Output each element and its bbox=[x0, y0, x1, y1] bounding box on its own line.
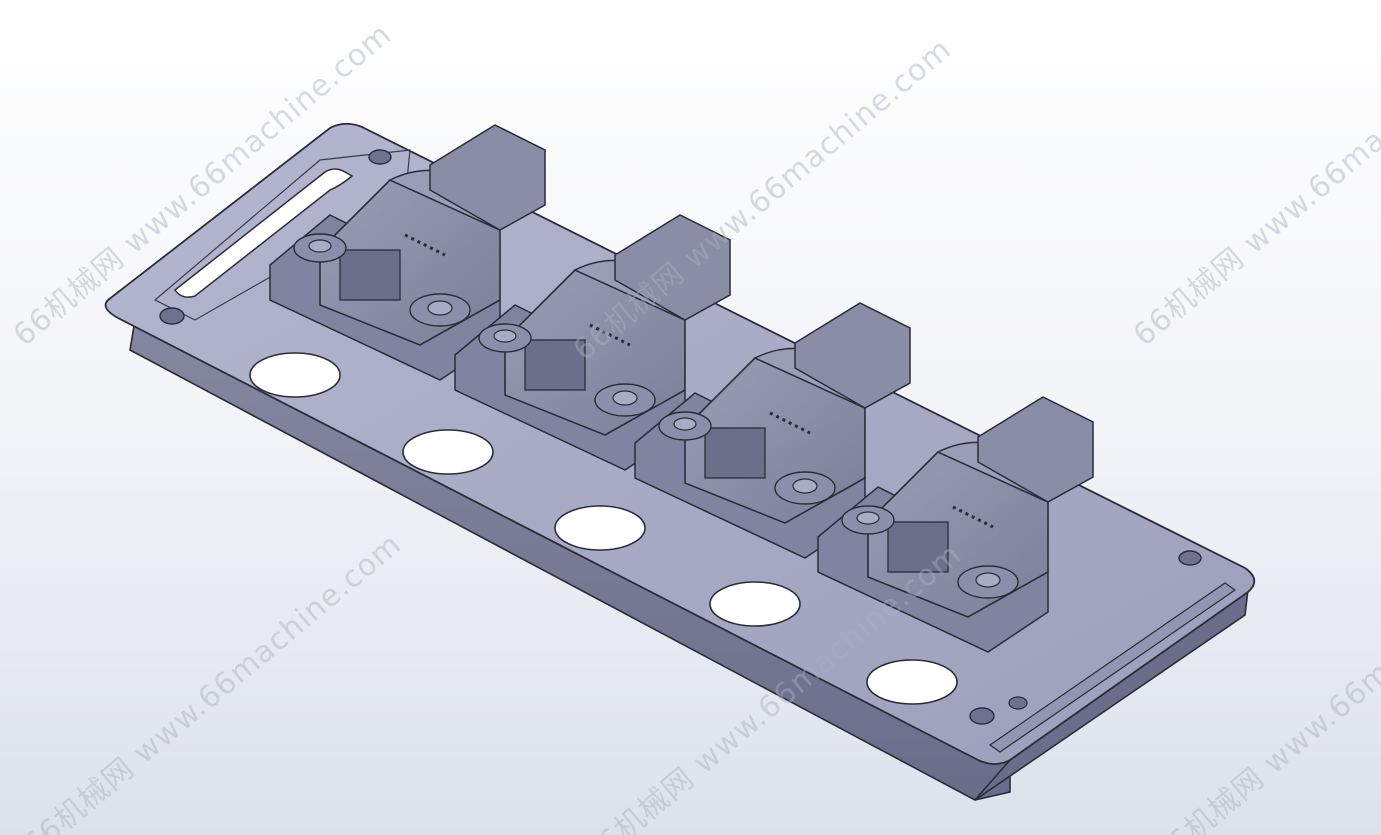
connector-module-2 bbox=[454, 214, 731, 471]
screw-hole bbox=[969, 707, 995, 725]
connector-module-4 bbox=[817, 396, 1094, 653]
screw-hole bbox=[1008, 696, 1028, 710]
through-holes bbox=[249, 352, 958, 705]
screw-hole bbox=[1178, 550, 1202, 566]
screw-hole bbox=[159, 307, 185, 325]
connector-module-3 bbox=[634, 302, 911, 559]
handle-rail-right bbox=[988, 582, 1237, 753]
screw-hole bbox=[368, 149, 392, 165]
connector-module-1 bbox=[269, 124, 546, 381]
handle-slot-left bbox=[173, 168, 354, 298]
